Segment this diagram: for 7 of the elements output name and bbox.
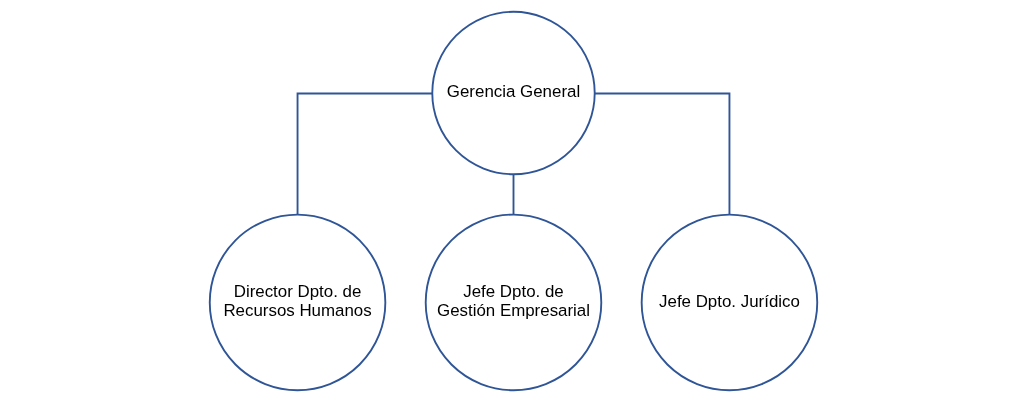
connector <box>593 92 730 216</box>
node-circle: Jefe Dpto. Jurídico <box>640 213 818 392</box>
connector <box>296 92 433 216</box>
connector <box>512 173 514 216</box>
node-circle: Jefe Dpto. de Gestión Empresarial <box>424 213 602 392</box>
node-circle: Gerencia General <box>430 10 596 176</box>
node-circle: Director Dpto. de Recursos Humanos <box>208 213 386 392</box>
